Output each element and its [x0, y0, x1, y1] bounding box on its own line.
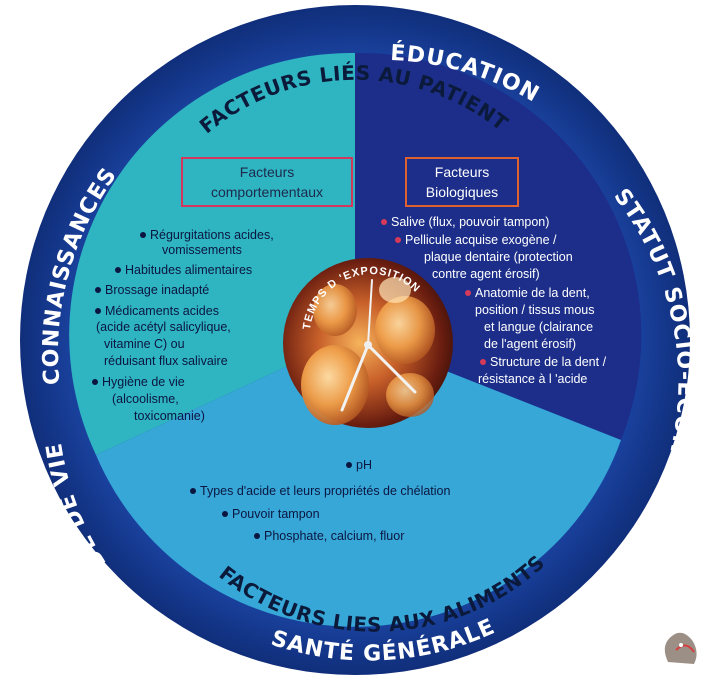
comp-item-2: Habitudes alimentaires — [125, 263, 252, 277]
bio-item-3-line3: et langue (clairance — [484, 320, 593, 334]
center-clock: TEMPS D 'EXPOSITION — [283, 258, 453, 428]
comp-item-4-line1: Médicaments acides — [105, 304, 219, 318]
bio-item-2-line2: plaque dentaire (protection — [424, 250, 573, 264]
bio-item-1: Salive (flux, pouvoir tampon) — [391, 215, 549, 229]
comp-item-5-line1: Hygiène de vie — [102, 375, 185, 389]
bio-item-3-line4: de l'agent érosif) — [484, 337, 576, 351]
bio-item-2-line3: contre agent érosif) — [432, 267, 540, 281]
comp-item-4-line2: (acide acétyl salicylique, — [96, 320, 231, 334]
alim-item-1: pH — [356, 458, 372, 472]
box-biologiques-line2: Biologiques — [426, 184, 498, 200]
alim-item-2: Types d'acide et leurs propriétés de ché… — [200, 484, 450, 498]
bio-item-4-line2: résistance à l 'acide — [478, 372, 587, 386]
comp-item-1-line2: vomissements — [162, 243, 242, 257]
comp-item-3: Brossage inadapté — [105, 283, 209, 297]
alim-item-3: Pouvoir tampon — [232, 507, 320, 521]
alim-item-4: Phosphate, calcium, fluor — [264, 529, 404, 543]
comp-item-4-line4: réduisant flux salivaire — [104, 354, 228, 368]
bio-item-3-line1: Anatomie de la dent, — [475, 286, 590, 300]
comp-item-4-line3: vitamine C) ou — [104, 337, 185, 351]
comp-item-5-line3: toxicomanie) — [134, 409, 205, 423]
tooth-logo-icon — [665, 633, 697, 664]
box-biologiques-line1: Facteurs — [435, 164, 489, 180]
bio-item-4-line1: Structure de la dent / — [490, 355, 607, 369]
box-comportementaux-line1: Facteurs — [240, 164, 294, 180]
comp-item-5-line2: (alcoolisme, — [112, 392, 179, 406]
box-comportementaux-line2: comportementaux — [211, 184, 323, 200]
bio-item-3-line2: position / tissus mous — [475, 303, 595, 317]
bio-item-2-line1: Pellicule acquise exogène / — [405, 233, 557, 247]
comp-item-1-line1: Régurgitations acides, — [150, 228, 274, 242]
